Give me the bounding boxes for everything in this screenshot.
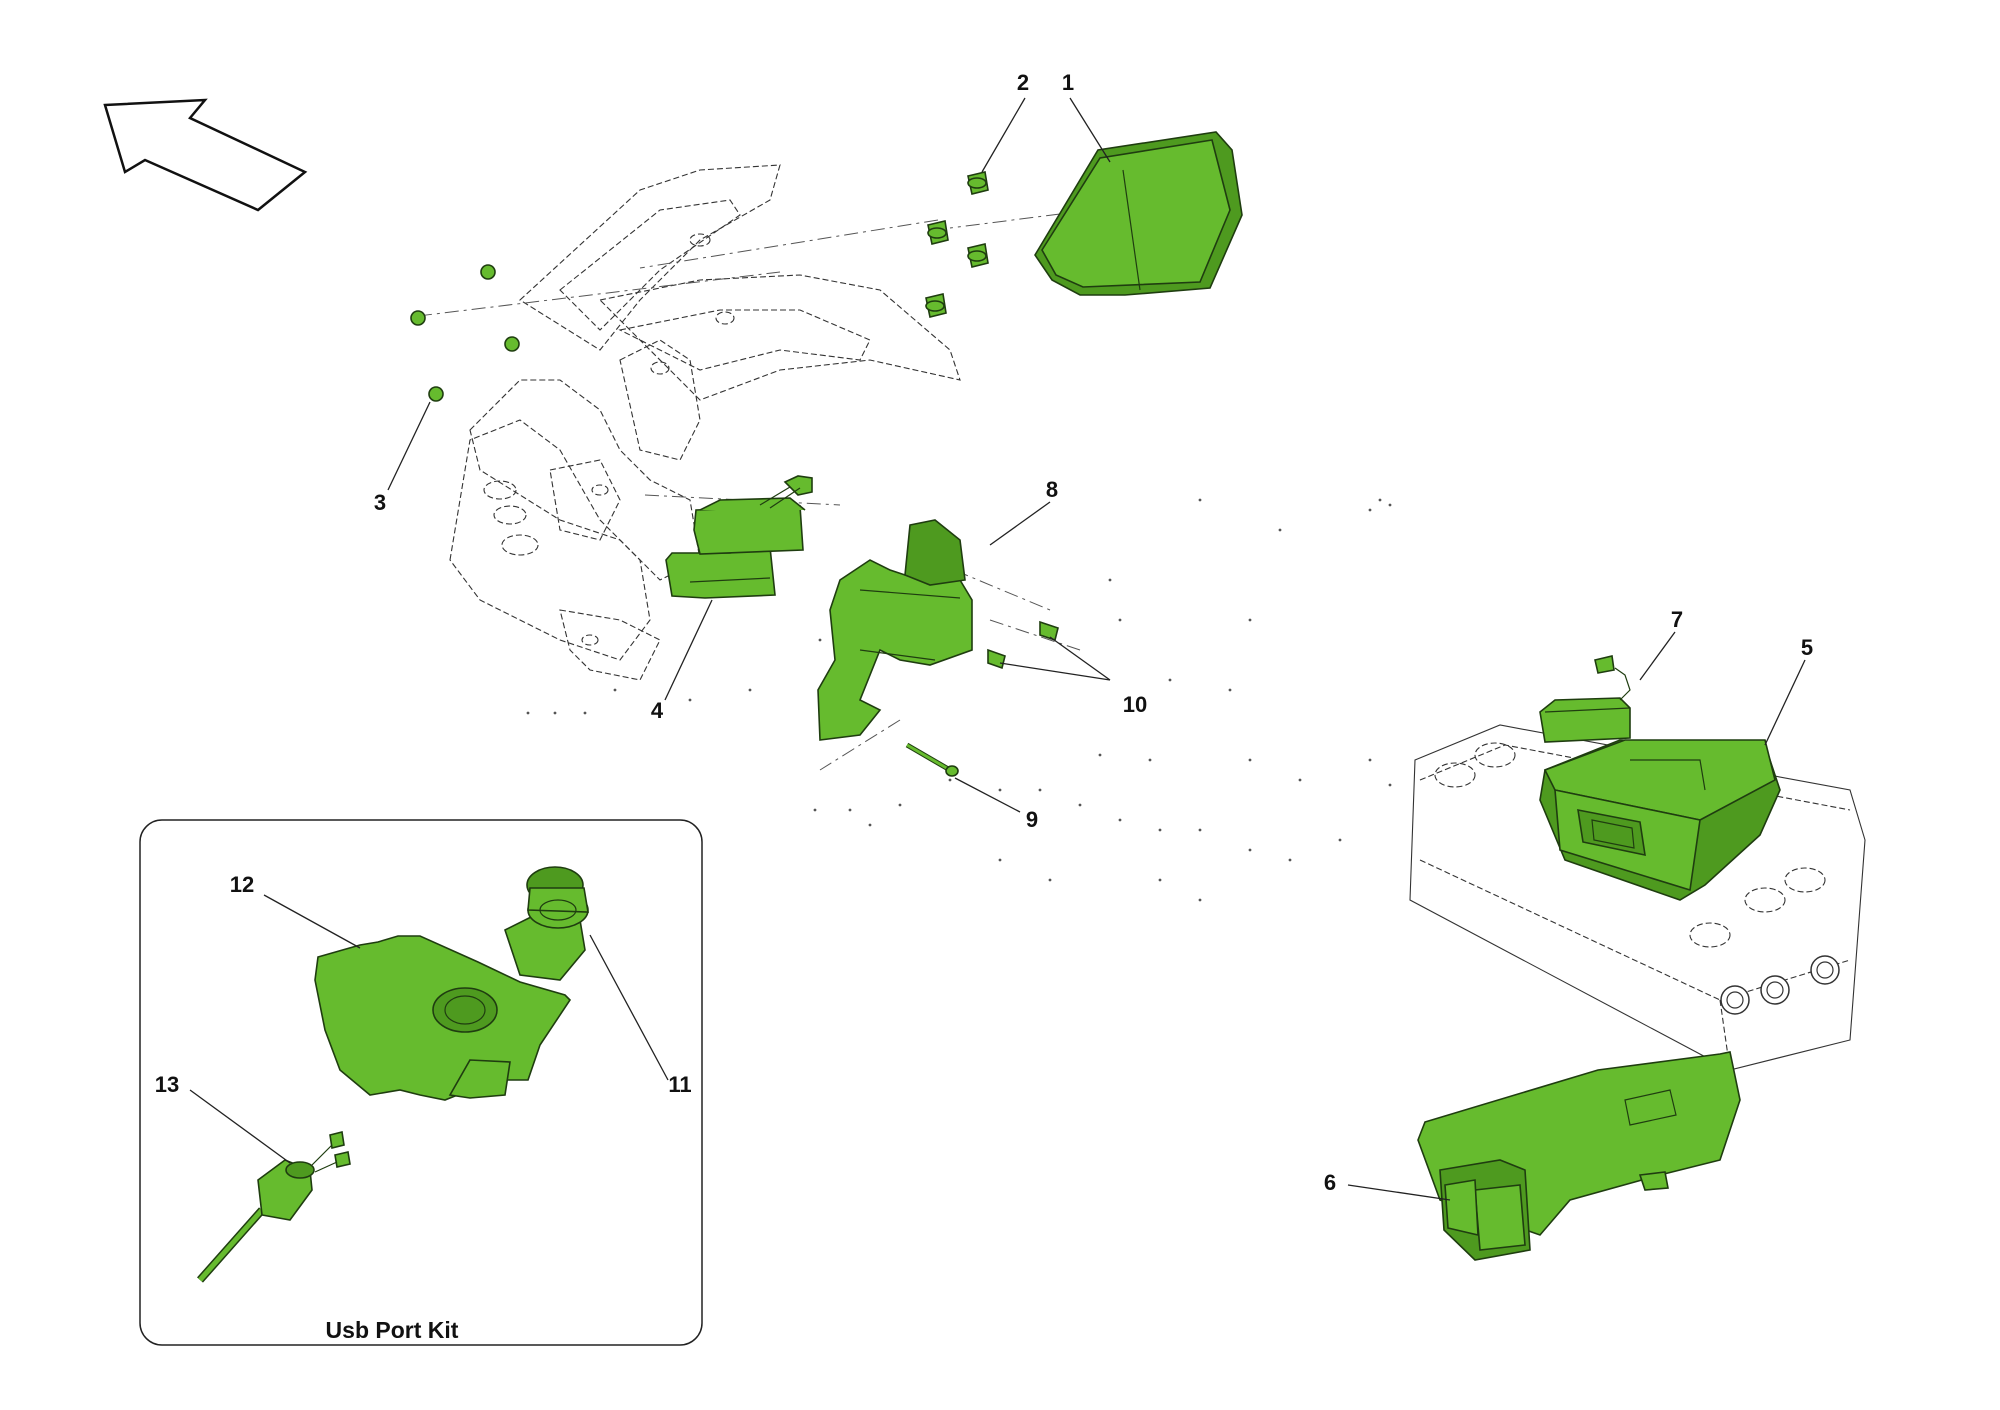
dashboard-housing-sketch bbox=[449, 164, 961, 681]
assembly-axes bbox=[417, 213, 1081, 771]
callout-13: 13 bbox=[155, 1072, 179, 1097]
callouts: 1 2 3 4 5 6 7 8 9 10 11 12 13 bbox=[155, 70, 1813, 1195]
callout-5: 5 bbox=[1801, 635, 1813, 660]
callout-8: 8 bbox=[1046, 477, 1058, 502]
inset-title: Usb Port Kit bbox=[326, 1317, 459, 1343]
callout-4: 4 bbox=[651, 698, 664, 723]
part-2-studs[interactable] bbox=[925, 171, 989, 318]
part-1-display[interactable] bbox=[1034, 131, 1243, 296]
callout-3: 3 bbox=[374, 490, 386, 515]
arrow-up-left-icon bbox=[103, 98, 308, 212]
part-8-bracket[interactable] bbox=[817, 519, 973, 741]
part-4-module[interactable] bbox=[665, 475, 813, 599]
part-12-usb-panel[interactable] bbox=[314, 935, 572, 1101]
callout-11: 11 bbox=[668, 1072, 691, 1097]
callout-9: 9 bbox=[1026, 807, 1038, 832]
part-11-usb-socket[interactable] bbox=[504, 866, 589, 981]
leader-lines bbox=[189, 97, 1806, 1201]
part-7-relay[interactable] bbox=[1539, 655, 1631, 743]
part-13-usb-cable[interactable] bbox=[197, 1131, 351, 1283]
callout-6: 6 bbox=[1324, 1170, 1336, 1195]
callout-12: 12 bbox=[230, 872, 254, 897]
part-3-nuts[interactable] bbox=[410, 264, 520, 402]
callout-2: 2 bbox=[1017, 70, 1029, 95]
part-5-control-unit[interactable] bbox=[1539, 739, 1781, 901]
part-10-screws[interactable] bbox=[987, 620, 1059, 670]
callout-1: 1 bbox=[1062, 70, 1074, 95]
part-9-bolt[interactable] bbox=[905, 742, 959, 777]
part-6-board[interactable] bbox=[1417, 1051, 1741, 1261]
construction-dots bbox=[526, 498, 1392, 902]
callout-10: 10 bbox=[1123, 692, 1147, 717]
callout-7: 7 bbox=[1671, 607, 1683, 632]
